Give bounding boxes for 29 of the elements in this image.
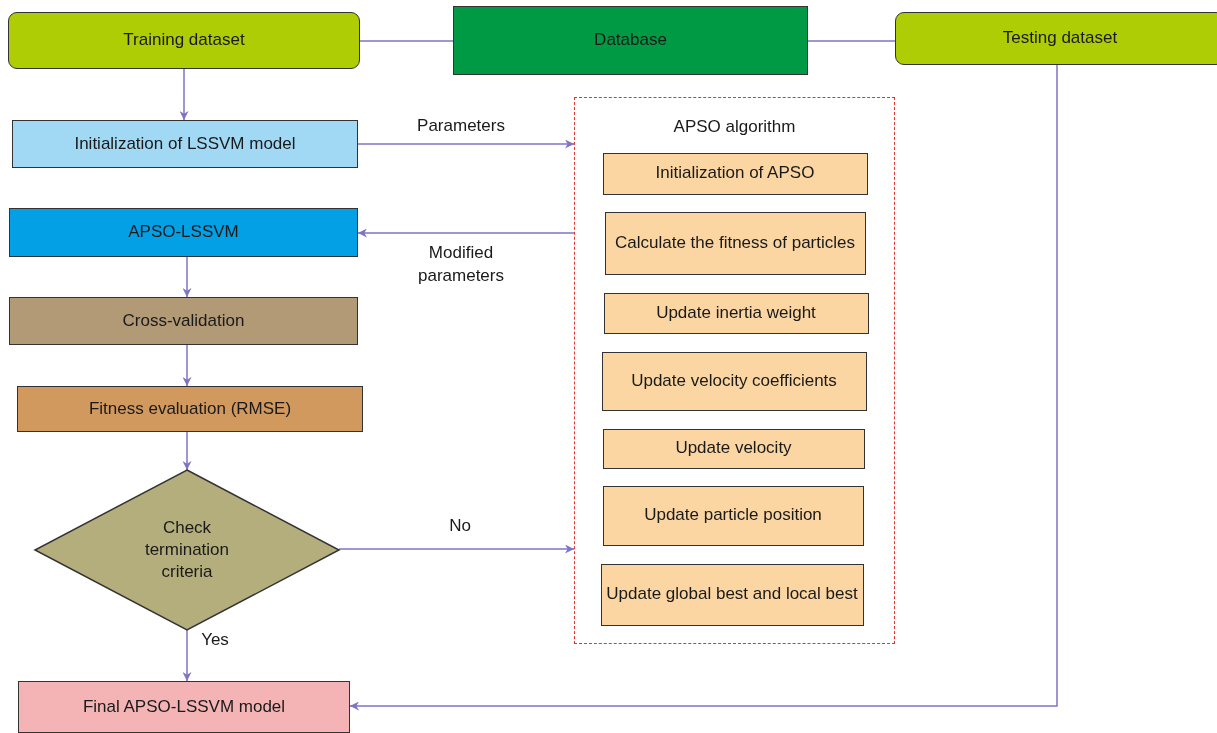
process-box: Fitness evaluation (RMSE) <box>17 386 363 432</box>
start-box: Testing dataset <box>895 12 1217 65</box>
step-box: Update velocity coefficients <box>601 351 867 411</box>
arrow <box>338 544 575 554</box>
step-box: Update global best and local best <box>600 563 864 626</box>
group-heading: APSO algorithm <box>672 116 797 138</box>
data-box: Database <box>453 6 808 75</box>
process-box: Final APSO-LSSVM model <box>18 681 350 733</box>
arrow <box>182 431 192 471</box>
decision-diamond: Check termination criteria <box>35 470 339 630</box>
arrow <box>182 629 192 682</box>
arrow <box>179 68 189 121</box>
step-box: Update velocity <box>602 428 865 469</box>
dashed-group-frame <box>574 97 895 644</box>
step-box: Update inertia weight <box>603 292 869 334</box>
process-box: Cross-validation <box>9 297 358 345</box>
arrow <box>357 139 575 149</box>
process-box: APSO-LSSVM <box>9 208 358 257</box>
step-box: Calculate the fitness of particles <box>604 211 866 275</box>
connector-line <box>359 40 454 42</box>
start-box: Training dataset <box>8 12 360 69</box>
arrow <box>182 256 192 298</box>
arrow <box>349 64 1058 711</box>
arrow <box>182 344 192 387</box>
connector-line <box>807 40 896 42</box>
step-box: Update particle position <box>602 485 864 546</box>
step-box: Initialization of APSO <box>602 152 868 195</box>
arrow <box>357 228 575 238</box>
process-box: Initialization of LSSVM model <box>12 120 358 168</box>
